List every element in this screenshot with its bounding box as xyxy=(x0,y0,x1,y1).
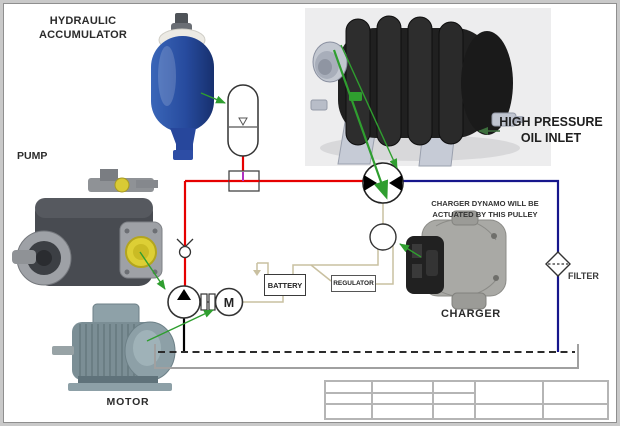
accumulator-arrow-icon xyxy=(200,92,226,104)
pump-symbol xyxy=(167,285,201,319)
motor-photo xyxy=(52,303,176,391)
hydraulic-motor-symbol xyxy=(362,162,404,204)
accumulator-label: HYDRAULIC ACCUMULATOR xyxy=(39,15,127,41)
filter-symbol xyxy=(545,251,571,277)
accumulator-symbol xyxy=(227,84,259,157)
coupling-symbol xyxy=(200,293,216,311)
accumulator-photo xyxy=(151,13,214,160)
signal-wires xyxy=(243,203,394,303)
charger-label: CHARGER xyxy=(441,308,501,320)
ground-icon xyxy=(253,270,261,276)
pressure-lines xyxy=(183,156,363,287)
reservoir-tank-symbol xyxy=(154,344,579,369)
pump-label: PUMP xyxy=(17,150,48,162)
pulley-symbol xyxy=(369,223,397,251)
battery-box: BATTERY xyxy=(264,274,306,296)
manifold-block-symbol xyxy=(228,170,260,192)
engine-drive-arrow-icon xyxy=(332,49,389,200)
charger-photo xyxy=(406,210,507,310)
engine-return-arrow-icon xyxy=(340,44,398,169)
electric-motor-symbol: M xyxy=(214,287,244,317)
regulator-box: REGULATOR xyxy=(331,275,376,292)
motor-arrow-icon xyxy=(146,309,214,342)
motor-label: MOTOR xyxy=(106,396,150,408)
electric-motor-letter: M xyxy=(224,296,234,310)
filter-label: FILTER xyxy=(568,271,599,281)
return-line xyxy=(403,179,560,352)
pump-photo xyxy=(12,169,163,286)
charger-note-label: CHARGER DYNAMO WILL BE ACTUATED BY THIS … xyxy=(431,199,539,219)
title-block xyxy=(324,380,609,420)
callout-arrows xyxy=(139,44,422,342)
oil-inlet-label: HIGH PRESSURE OIL INLET xyxy=(499,115,603,145)
check-valve-symbol xyxy=(176,238,194,259)
charger-arrow-icon xyxy=(399,243,422,258)
engine-photo xyxy=(305,8,551,167)
pump-arrow-icon xyxy=(139,251,166,290)
